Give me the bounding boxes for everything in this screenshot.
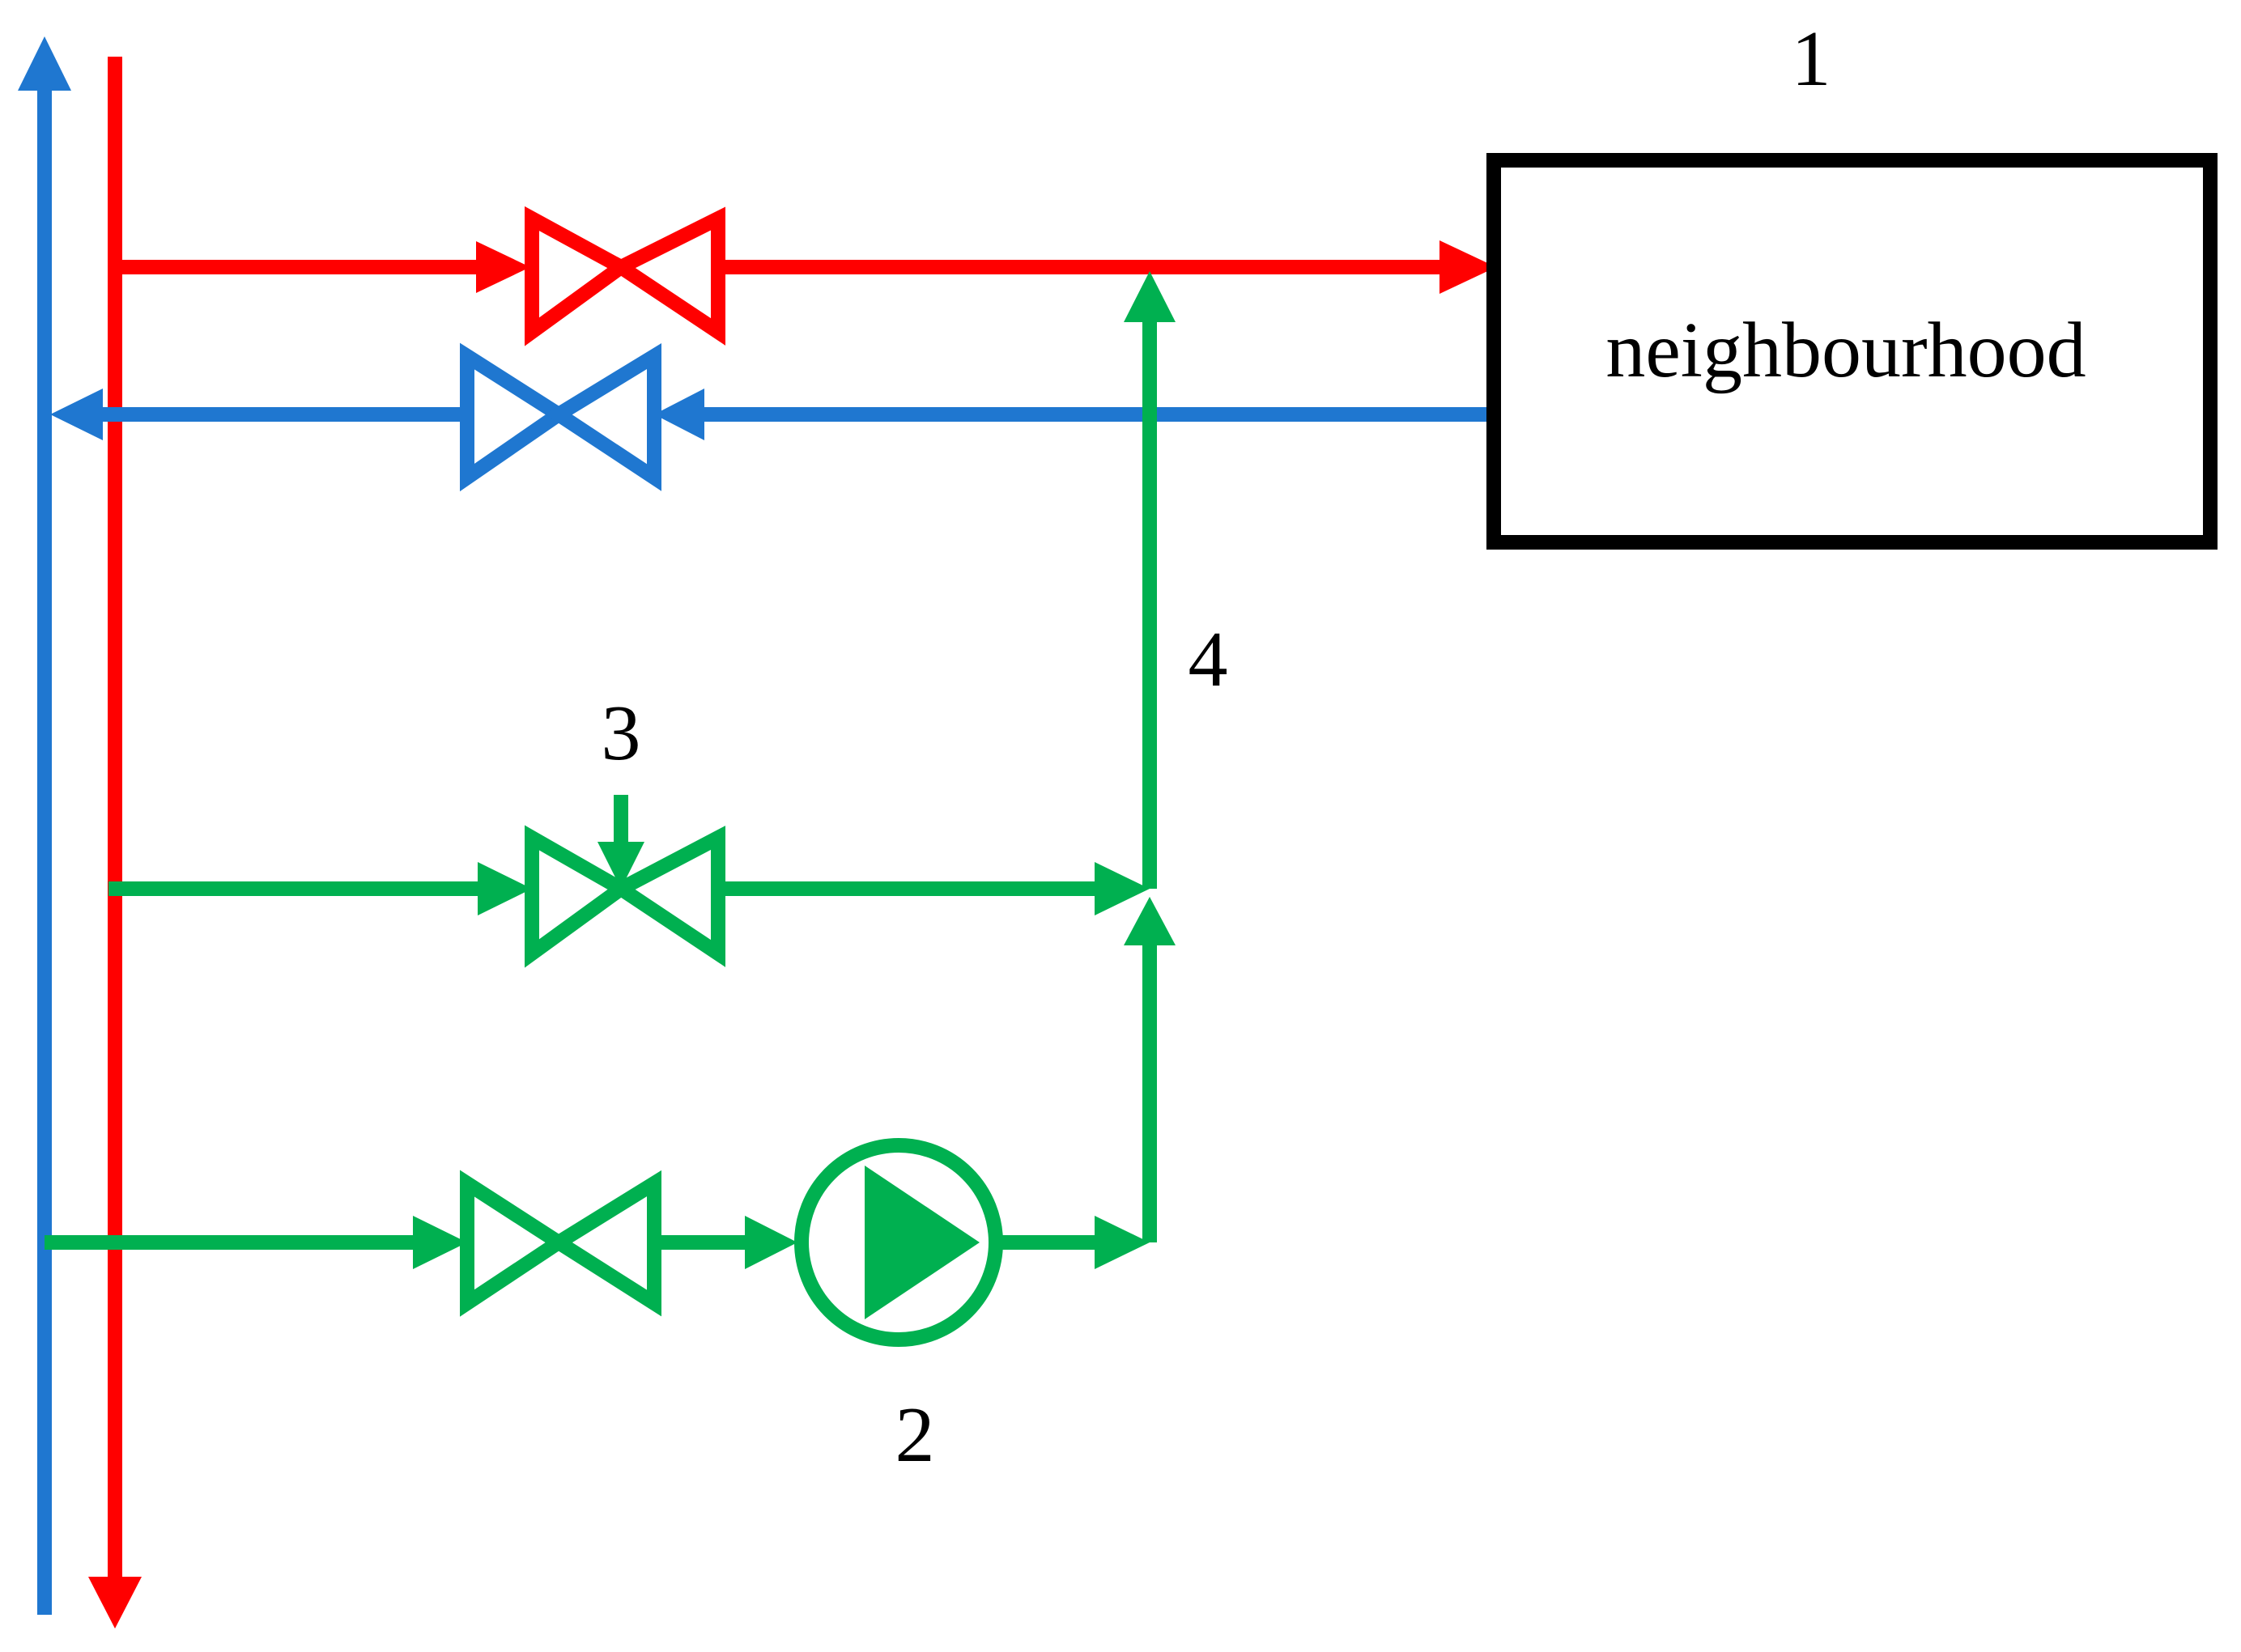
bypass-line-number-label: 4 — [1189, 616, 1228, 703]
neighbourhood-label: neighbourhood — [1605, 307, 2086, 394]
pump-valve-icon — [460, 1170, 661, 1317]
pump-branch-pipe — [45, 1138, 1150, 1347]
control-valve-branch-pipe — [108, 795, 1150, 968]
neighbourhood-box: neighbourhood — [1486, 153, 2218, 550]
control-valve-icon — [525, 795, 725, 968]
return-main-pipe — [18, 36, 71, 1615]
neighbourhood-number-label: 1 — [1792, 15, 1831, 103]
return-main-arrow-icon — [18, 36, 71, 91]
control-valve-number-label: 3 — [602, 690, 641, 777]
return-branch-pipe — [50, 342, 1490, 492]
bypass-line-pipe — [1124, 271, 1176, 1242]
supply-valve-icon — [525, 206, 725, 346]
supply-branch-pipe — [115, 206, 1496, 346]
pump-number-label: 2 — [895, 1391, 935, 1479]
supply-main-arrow-icon — [88, 1577, 142, 1629]
pump-icon — [794, 1138, 1003, 1347]
return-valve-icon — [460, 342, 661, 492]
supply-main-pipe — [88, 57, 142, 1629]
